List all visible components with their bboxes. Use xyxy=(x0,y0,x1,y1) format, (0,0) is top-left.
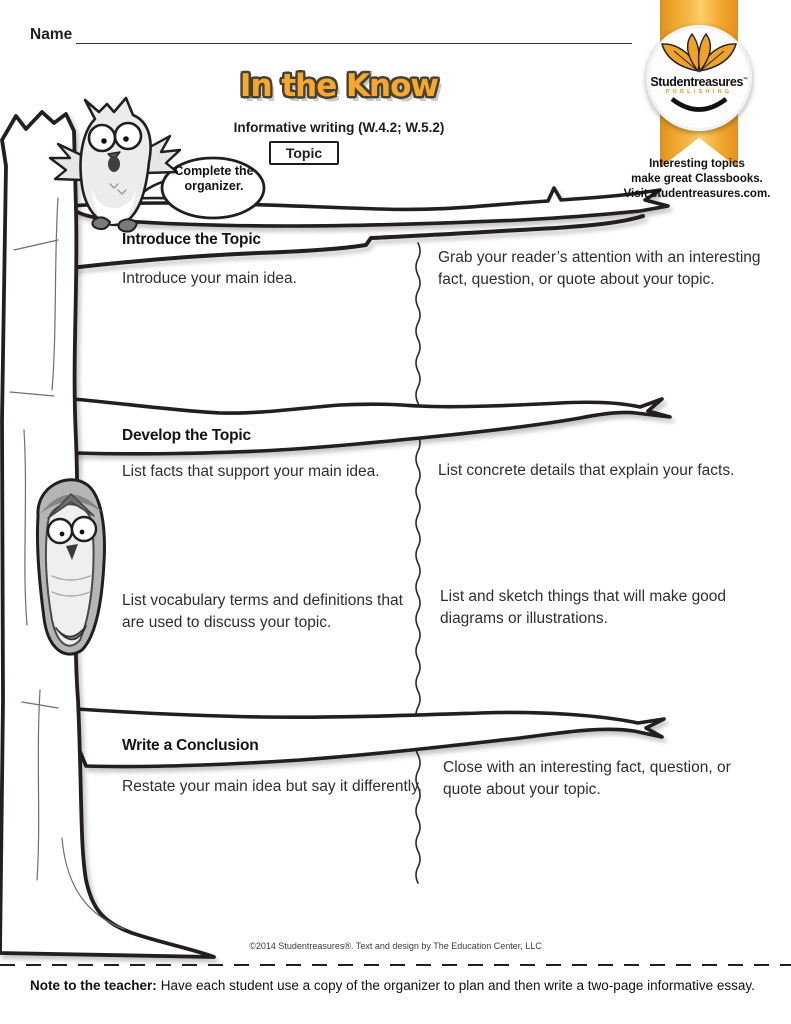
page-title: In the Know xyxy=(239,68,439,104)
section2-left-writing-area-1[interactable] xyxy=(95,496,410,584)
section2-left-prompt-1: List facts that support your main idea. xyxy=(122,463,380,480)
section2-right-prompt-2: List and sketch things that will make go… xyxy=(440,588,727,627)
tree-trunk xyxy=(0,110,216,959)
column-divider-wavy-line xyxy=(415,242,421,884)
section1-right-prompt: Grab your reader’s attention with an int… xyxy=(438,249,761,288)
owl-in-hole xyxy=(35,478,106,656)
section2-heading: Develop the Topic xyxy=(122,427,251,444)
section2-right-prompt-1: List concrete details that explain your … xyxy=(438,462,735,479)
section3-left-writing-area[interactable] xyxy=(100,808,410,918)
section1-left-prompt: Introduce your main idea. xyxy=(122,270,297,287)
section2-left-prompt-2: List vocabulary terms and definitions th… xyxy=(122,592,403,631)
section1-left-writing-area[interactable] xyxy=(95,300,410,392)
caption-line: Interesting topics xyxy=(649,158,745,170)
section3-left-prompt: Restate your main idea but say it differ… xyxy=(122,778,423,795)
caption-line: make great Classbooks. xyxy=(631,172,763,185)
name-row: Name xyxy=(30,26,632,44)
owl-standing xyxy=(48,96,182,233)
open-book-icon xyxy=(661,32,737,112)
teacher-note-label: Note to the teacher: xyxy=(30,978,157,993)
copyright-line: ©2014 Studentreasures®. Text and design … xyxy=(249,941,542,951)
publisher-publishing-label: PUBLISHING xyxy=(665,89,733,95)
speech-bubble xyxy=(136,156,266,220)
ribbon-caption: Interesting topics make great Classbooks… xyxy=(606,157,788,202)
branch-middle xyxy=(60,396,672,456)
section1-heading: Introduce the Topic xyxy=(122,231,261,248)
branch-bottom xyxy=(60,706,666,769)
topic-box[interactable]: Topic xyxy=(269,141,339,165)
teacher-note: Note to the teacher:Have each student us… xyxy=(30,978,770,993)
bark-lines xyxy=(9,197,125,930)
teacher-note-text: Have each student use a copy of the orga… xyxy=(160,978,755,993)
name-label: Name xyxy=(30,26,73,43)
section2-left-writing-area-2[interactable] xyxy=(95,638,410,702)
speech-bubble-text: Complete the organizer. xyxy=(174,164,254,193)
trademark-symbol: ™ xyxy=(743,76,748,83)
caption-line: Visit studentreasures.com. xyxy=(623,187,771,200)
page-subtitle: Informative writing (W.4.2; W.5.2) xyxy=(233,120,445,135)
section2-right-writing-area-2[interactable] xyxy=(432,638,782,702)
publisher-name: Studentreasures™ xyxy=(650,75,748,89)
section2-right-writing-area-1[interactable] xyxy=(432,496,782,584)
section1-top-border xyxy=(68,214,645,270)
cut-line-dashed xyxy=(0,964,791,967)
section3-right-prompt: Close with an interesting fact, question… xyxy=(443,759,731,798)
name-input-line[interactable] xyxy=(76,26,632,44)
publisher-badge: Studentreasures™ PUBLISHING xyxy=(646,25,752,131)
section3-right-writing-area[interactable] xyxy=(432,808,782,918)
section1-right-writing-area[interactable] xyxy=(432,300,782,392)
section3-heading: Write a Conclusion xyxy=(122,737,259,754)
